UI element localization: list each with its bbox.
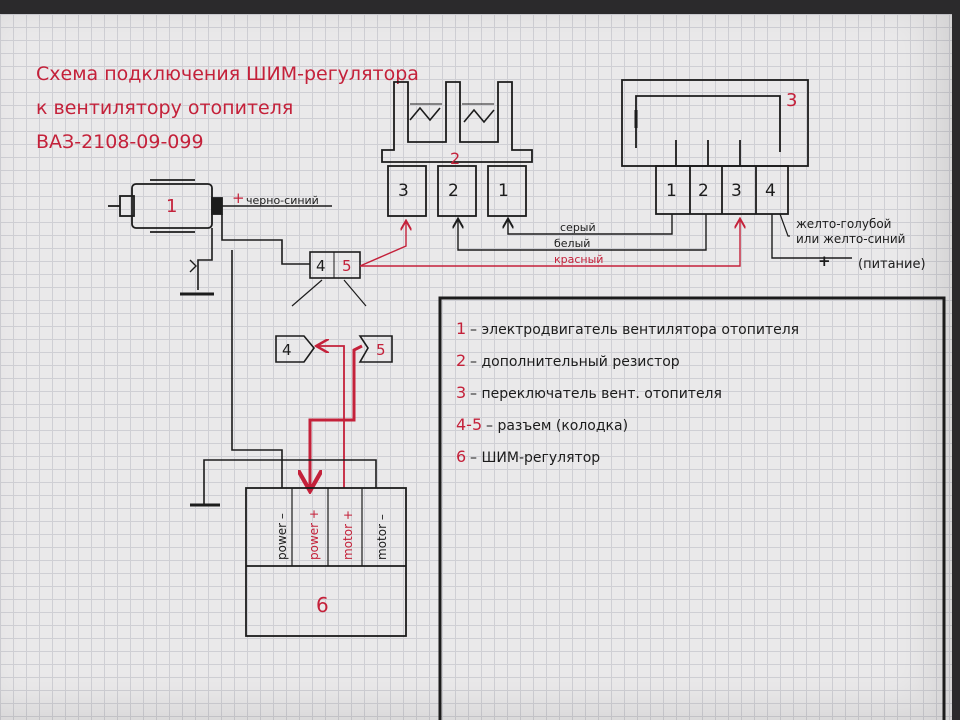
switch-pin-label: 3 [731,181,742,201]
switch-pin-label: 2 [698,181,709,201]
legend-text: – электродвигатель вентилятора отопителя [470,322,799,338]
legend-text: – разъем (колодка) [486,418,628,434]
legend-number: 1 [456,319,466,338]
motor-wiring [180,205,332,488]
connector-pin-5: 5 [342,257,352,275]
switch-number: 3 [786,90,797,111]
pwm-to-connector-wires [190,346,377,507]
legend-number: 6 [456,447,466,466]
resistor-pins: 3 2 1 [398,181,509,201]
resistor-pin-label: 1 [498,181,509,201]
pwm-pin-power-minus: power – [275,513,289,560]
diagram-title: Схема подключения ШИМ-регулятора к венти… [36,63,419,153]
title-line-3: ВАЗ-2108-09-099 [36,131,204,153]
switch-component [621,79,809,215]
power-wire-label-1: желто-голубой [796,217,891,231]
switch-pin-label: 1 [666,181,677,201]
resistor-number: 2 [450,149,460,168]
power-wire-label-2: или желто-синий [796,232,905,246]
legend-item: 4-5 – разъем (колодка) [456,415,628,434]
pwm-pin-motor-minus: motor – [375,514,389,560]
gray-wire-label: серый [560,221,596,234]
pwm-regulator [245,487,407,637]
connector-pin-4: 4 [316,257,326,275]
resistor-pin-label: 2 [448,181,459,201]
title-line-1: Схема подключения ШИМ-регулятора [36,63,419,85]
white-wire-label: белый [554,237,590,250]
pwm-pin-power-plus: power + [307,509,321,560]
switch-pin-label: 4 [765,181,776,201]
resistor-component [381,81,533,217]
resistor-pin-label: 3 [398,181,409,201]
legend-item: 6 – ШИМ-регулятор [456,447,600,466]
connector-half-4-label: 4 [282,341,292,359]
title-line-2: к вентилятору отопителя [36,97,293,119]
legend-text: – ШИМ-регулятор [470,450,600,466]
connector-4-5: 4 5 [291,251,367,307]
red-wire-label: красный [554,253,603,266]
legend-text: – дополнительный резистор [470,354,680,370]
legend-item: 1 – электродвигатель вентилятора отопите… [456,319,799,338]
legend-item: 3 – переключатель вент. отопителя [456,383,722,402]
switch-pins: 1 2 3 4 [666,181,776,201]
connector-half-5-label: 5 [376,341,386,359]
pwm-pin-motor-plus: motor + [341,510,355,560]
power-wire-label-3: (питание) [858,257,926,272]
resistor-switch-wires [359,213,852,267]
legend-number: 2 [456,351,466,370]
pwm-number: 6 [316,593,329,617]
motor-wire-label: черно-синий [246,194,319,207]
legend-item: 2 – дополнительный резистор [456,351,680,370]
pwm-pins: power – power + motor + motor – [275,509,389,560]
motor-plus-sign: + [232,189,245,207]
graph-paper-sheet [0,14,952,720]
power-plus-sign: + [818,252,831,270]
connector-half-4: 4 [275,335,316,363]
legend-text: – переключатель вент. отопителя [470,386,722,402]
connector-half-5: 5 [358,335,393,363]
legend-box: 1 – электродвигатель вентилятора отопите… [438,296,946,720]
legend-number: 3 [456,383,466,402]
legend-number: 4-5 [456,415,482,434]
motor-component [108,179,223,233]
motor-number: 1 [166,196,177,217]
